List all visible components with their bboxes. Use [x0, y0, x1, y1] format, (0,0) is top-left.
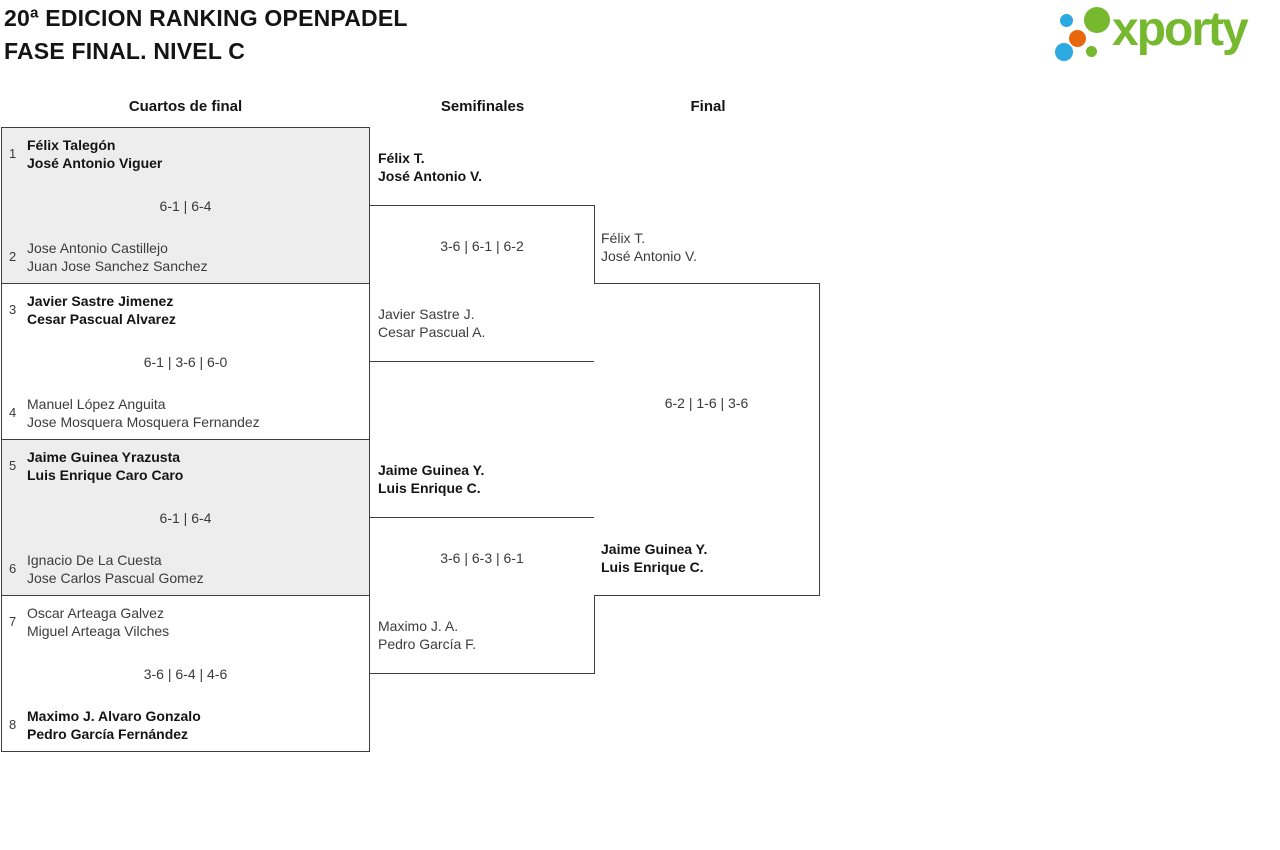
xporty-logo[interactable]: xporty	[1048, 0, 1280, 68]
player-name: Maximo J. A.	[378, 618, 459, 634]
player-name: Pedro García Fernández	[27, 726, 189, 742]
seed-number: 7	[9, 614, 17, 629]
player-name: Ignacio De La Cuesta	[27, 552, 162, 568]
team-entry[interactable]: Javier Sastre Jimenez Cesar Pascual Alva…	[27, 292, 176, 328]
seed-number: 5	[9, 458, 17, 473]
team-entry[interactable]: Jose Antonio Castillejo Juan Jose Sanche…	[27, 239, 208, 275]
player-name: Jaime Guinea Yrazusta	[27, 449, 181, 465]
match-score: 3-6 | 6-4 | 4-6	[143, 666, 228, 682]
player-name: Manuel López Anguita	[27, 396, 166, 412]
logo-dot-orange-icon	[1069, 30, 1086, 47]
player-name: Luis Enrique C.	[601, 559, 704, 575]
logo-dot-blue-small-icon	[1060, 14, 1073, 27]
match-score: 6-2 | 1-6 | 3-6	[664, 395, 749, 411]
player-name: Félix T.	[601, 230, 646, 246]
team-entry[interactable]: Maximo J. Alvaro Gonzalo Pedro García Fe…	[27, 707, 201, 743]
team-entry[interactable]: Ignacio De La Cuesta Jose Carlos Pascual…	[27, 551, 204, 587]
player-name: Luis Enrique C.	[378, 480, 481, 496]
seed-number: 4	[9, 405, 17, 420]
team-entry[interactable]: Jaime Guinea Y. Luis Enrique C.	[378, 461, 484, 497]
quarterfinal-match-4: 7 Oscar Arteaga Galvez Miguel Arteaga Vi…	[1, 595, 370, 752]
player-name: Jaime Guinea Y.	[378, 462, 485, 478]
player-name: Miguel Arteaga Vilches	[27, 623, 170, 639]
player-name: Javier Sastre J.	[378, 306, 475, 322]
page-title-line1: 20ª EDICION RANKING OPENPADEL	[4, 5, 408, 31]
player-name: José Antonio V.	[378, 168, 482, 184]
player-name: Oscar Arteaga Galvez	[27, 605, 164, 621]
player-name: Jose Mosquera Mosquera Fernandez	[27, 414, 260, 430]
semifinal-match-2: Jaime Guinea Y. Luis Enrique C. 3-6 | 6-…	[369, 462, 595, 674]
player-name: Luis Enrique Caro Caro	[27, 467, 184, 483]
team-entry[interactable]: Félix T. José Antonio V.	[378, 149, 482, 185]
player-name: Félix T.	[378, 150, 425, 166]
player-name: Javier Sastre Jimenez	[27, 293, 174, 309]
match-score: 6-1 | 6-4	[159, 510, 212, 526]
player-name: Cesar Pascual Alvarez	[27, 311, 176, 327]
round-header-quarterfinals: Cuartos de final	[128, 98, 243, 115]
logo-dot-blue-large-icon	[1055, 43, 1073, 61]
player-name: Jose Antonio Castillejo	[27, 240, 168, 256]
seed-number: 1	[9, 146, 17, 161]
team-entry[interactable]: Jaime Guinea Yrazusta Luis Enrique Caro …	[27, 448, 183, 484]
team-entry[interactable]: Félix T. José Antonio V.	[601, 229, 697, 265]
final-match: Félix T. José Antonio V. 6-2 | 1-6 | 3-6…	[594, 230, 820, 596]
quarterfinal-match-2: 3 Javier Sastre Jimenez Cesar Pascual Al…	[1, 283, 370, 440]
logo-wordmark: xporty	[1112, 3, 1249, 56]
match-score: 3-6 | 6-3 | 6-1	[440, 550, 524, 566]
team-entry[interactable]: Maximo J. A. Pedro García F.	[378, 617, 476, 653]
player-name: Jose Carlos Pascual Gomez	[27, 570, 204, 586]
player-name: Félix Talegón	[27, 137, 116, 153]
team-entry[interactable]: Jaime Guinea Y. Luis Enrique C.	[601, 540, 707, 576]
seed-number: 2	[9, 249, 17, 264]
match-score: 6-1 | 3-6 | 6-0	[143, 354, 228, 370]
player-name: Juan Jose Sanchez Sanchez	[27, 258, 208, 274]
team-entry[interactable]: Oscar Arteaga Galvez Miguel Arteaga Vilc…	[27, 604, 169, 640]
match-score: 6-1 | 6-4	[159, 198, 212, 214]
seed-number: 3	[9, 302, 17, 317]
page-title: 20ª EDICION RANKING OPENPADEL FASE FINAL…	[4, 2, 408, 68]
player-name: Jaime Guinea Y.	[601, 541, 708, 557]
player-name: Maximo J. Alvaro Gonzalo	[27, 708, 201, 724]
logo-dot-green-small-icon	[1086, 46, 1097, 57]
match-score: 3-6 | 6-1 | 6-2	[440, 238, 524, 254]
semifinal-match-1: Félix T. José Antonio V. 3-6 | 6-1 | 6-2…	[369, 150, 595, 362]
player-name: José Antonio V.	[601, 248, 698, 264]
quarterfinal-match-3: 5 Jaime Guinea Yrazusta Luis Enrique Car…	[1, 439, 370, 596]
team-entry[interactable]: Javier Sastre J. Cesar Pascual A.	[378, 305, 485, 341]
seed-number: 6	[9, 561, 17, 576]
player-name: Cesar Pascual A.	[378, 324, 486, 340]
round-header-semifinals: Semifinales	[440, 98, 525, 115]
seed-number: 8	[9, 717, 17, 732]
logo-dot-green-large-icon	[1084, 7, 1110, 33]
quarterfinal-match-1: 1 Félix Talegón José Antonio Viguer 6-1 …	[1, 127, 370, 284]
player-name: José Antonio Viguer	[27, 155, 163, 171]
team-entry[interactable]: Manuel López Anguita Jose Mosquera Mosqu…	[27, 395, 260, 431]
player-name: Pedro García F.	[378, 636, 477, 652]
round-header-final: Final	[690, 98, 726, 115]
page-title-line2: FASE FINAL. NIVEL C	[4, 38, 246, 64]
team-entry[interactable]: Félix Talegón José Antonio Viguer	[27, 136, 162, 172]
